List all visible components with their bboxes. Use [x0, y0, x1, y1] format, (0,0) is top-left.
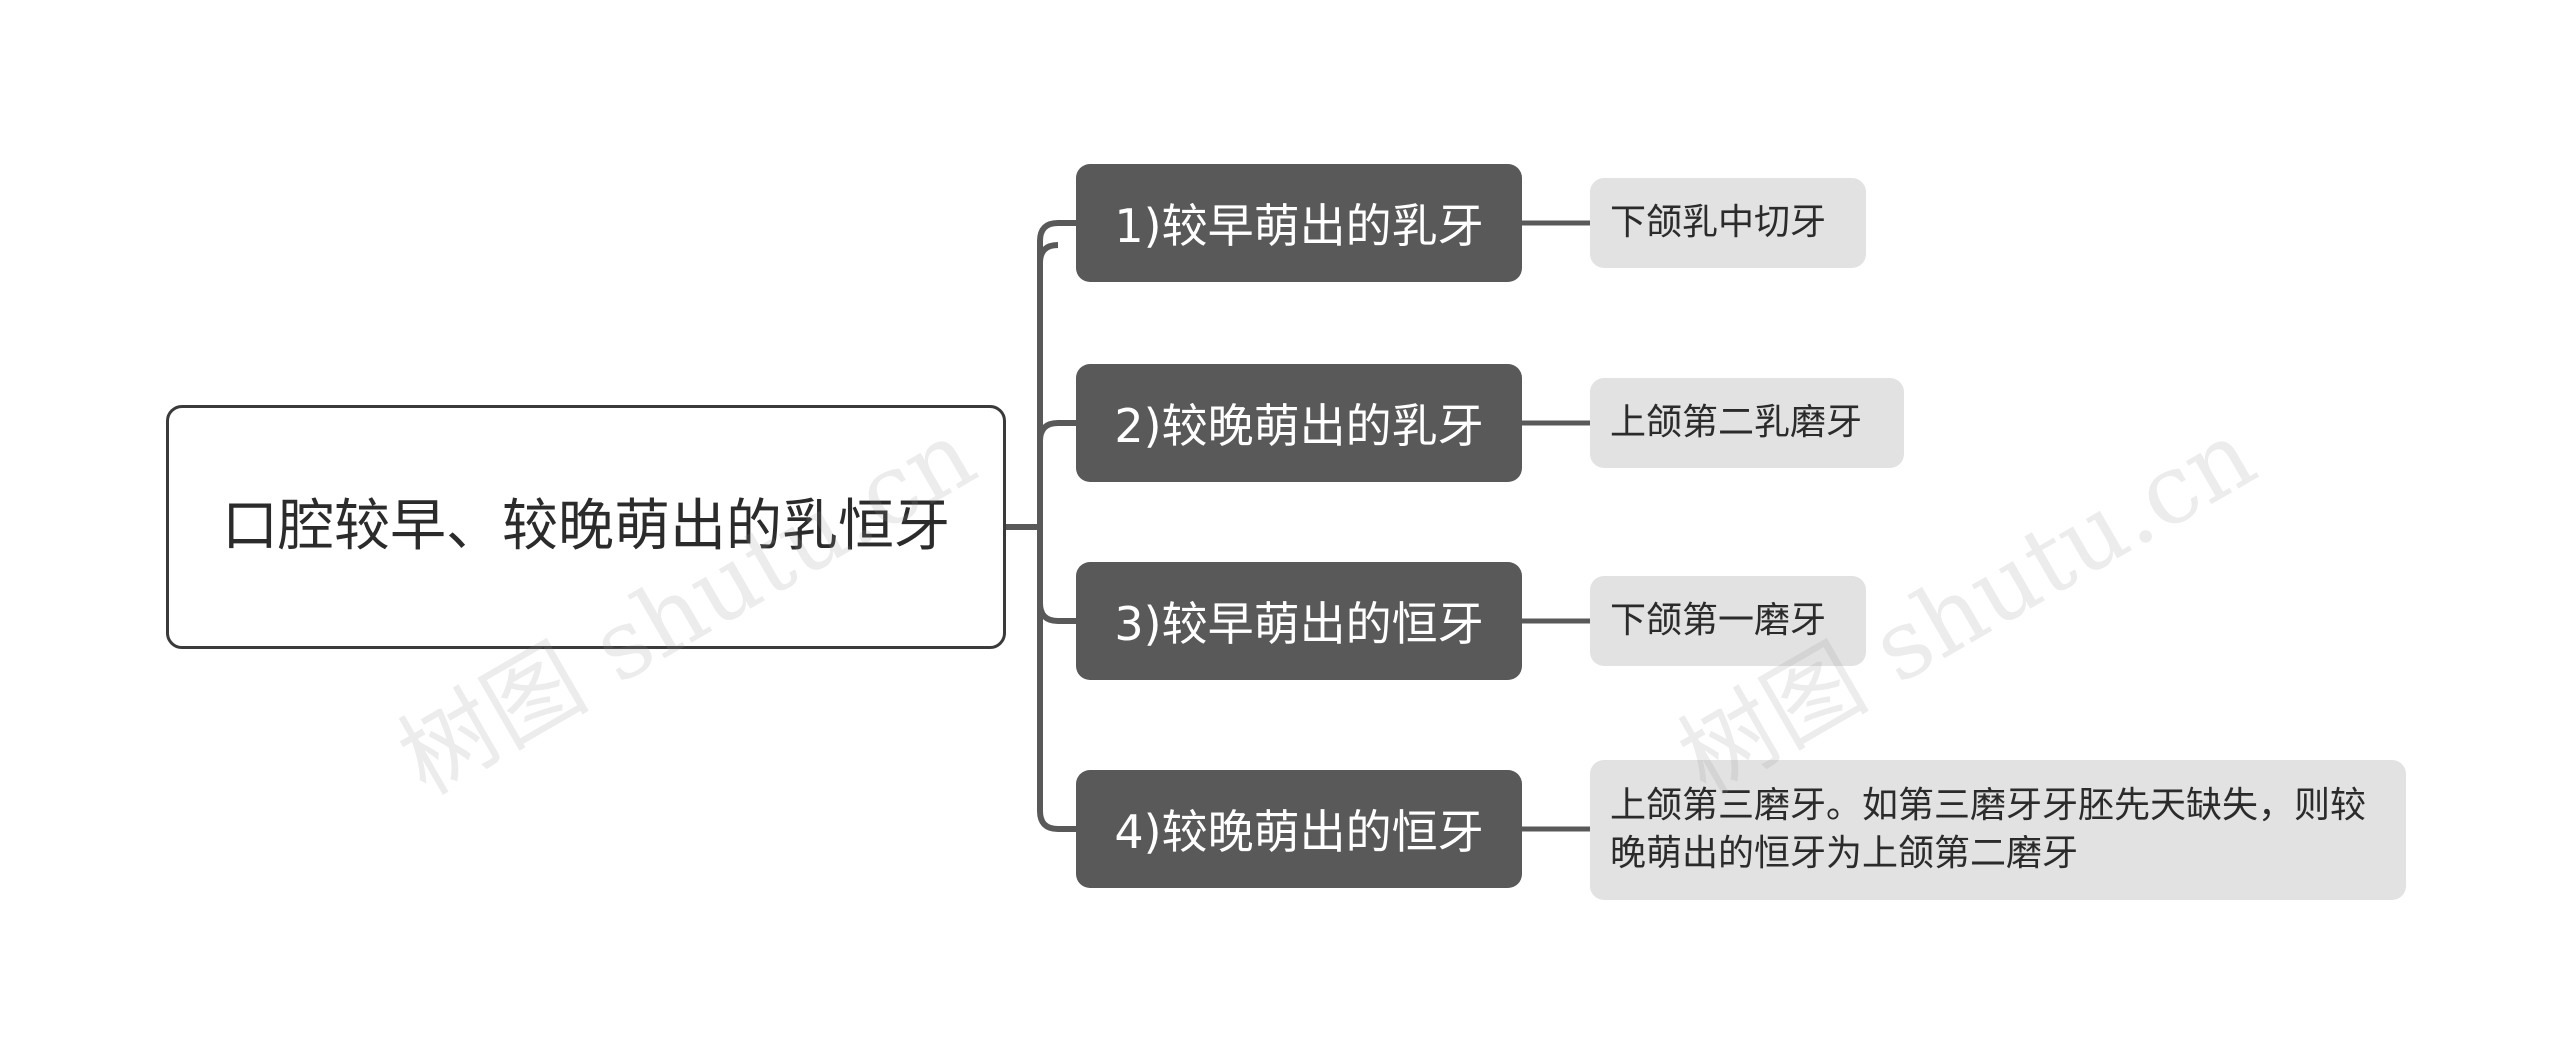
leaf-topic-label: 上颌第三磨牙。如第三磨牙牙胚先天缺失，则较晚萌出的恒牙为上颌第二磨牙: [1610, 785, 2367, 874]
branch-topic-1[interactable]: 1)较早萌出的乳牙: [1076, 164, 1522, 282]
branch-topic-label: 1)较早萌出的乳牙: [1114, 199, 1484, 253]
branch-topic-4[interactable]: 4)较晚萌出的恒牙: [1076, 770, 1522, 888]
root-topic-label: 口腔较早、较晚萌出的乳恒牙: [222, 494, 950, 559]
branch-topic-2[interactable]: 2)较晚萌出的乳牙: [1076, 364, 1522, 482]
branch-topic-label: 2)较晚萌出的乳牙: [1114, 399, 1484, 453]
branch-topic-label: 4)较晚萌出的恒牙: [1114, 805, 1484, 859]
connector-trunk: [1037, 242, 1059, 832]
leaf-topic-label: 上颌第二乳磨牙: [1610, 402, 1863, 443]
connector-branch-2: [1037, 420, 1076, 442]
branch-topic-label: 3)较早萌出的恒牙: [1114, 597, 1484, 651]
leaf-topic-2[interactable]: 上颌第二乳磨牙: [1590, 378, 1904, 468]
connector-branch-3: [1037, 602, 1076, 624]
leaf-topic-label: 下颌第一磨牙: [1610, 600, 1827, 641]
branch-topic-3[interactable]: 3)较早萌出的恒牙: [1076, 562, 1522, 680]
leaf-topic-1[interactable]: 下颌乳中切牙: [1590, 178, 1866, 268]
leaf-topic-3[interactable]: 下颌第一磨牙: [1590, 576, 1866, 666]
leaf-topic-4[interactable]: 上颌第三磨牙。如第三磨牙牙胚先天缺失，则较晚萌出的恒牙为上颌第二磨牙: [1590, 760, 2406, 900]
connector-trunk-1: [1037, 220, 1059, 263]
leaf-topic-label: 下颌乳中切牙: [1610, 202, 1827, 243]
root-topic[interactable]: 口腔较早、较晚萌出的乳恒牙: [166, 405, 1006, 649]
